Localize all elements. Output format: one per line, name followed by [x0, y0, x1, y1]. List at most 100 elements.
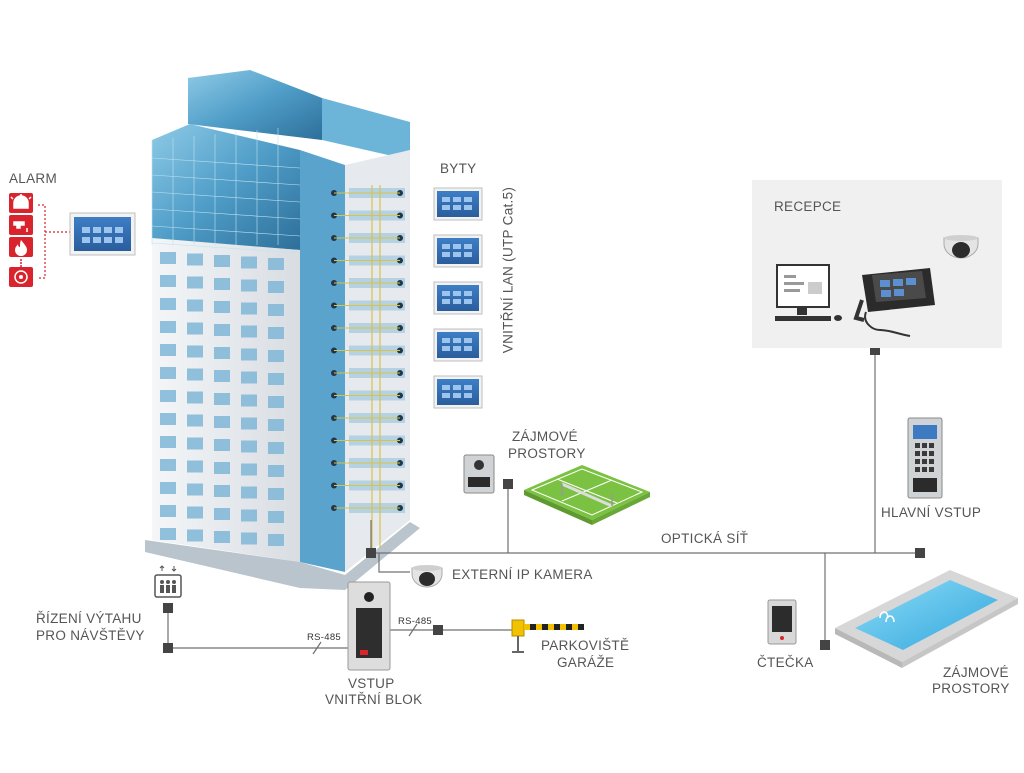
- building-window: [241, 440, 257, 453]
- building-window: [187, 299, 203, 312]
- building-window: [214, 531, 230, 543]
- monitor-tile: [442, 205, 450, 210]
- keypad-key: [922, 467, 927, 472]
- monitor-tile: [453, 197, 461, 202]
- keypad-key: [929, 467, 934, 472]
- node-main-entrance: [915, 548, 925, 558]
- monitor-tile: [442, 385, 450, 390]
- building-window: [214, 324, 230, 336]
- building-window: [214, 370, 230, 382]
- node-reader: [820, 640, 830, 650]
- monitor-tile: [442, 346, 450, 351]
- reception-pc: [775, 264, 842, 321]
- node-lift-top: [163, 603, 173, 613]
- monitor-tile: [453, 346, 461, 351]
- building-window: [187, 276, 203, 289]
- building-window: [214, 462, 230, 474]
- monitor-tile: [464, 385, 472, 390]
- building-base: [145, 522, 420, 590]
- monitor-tile: [442, 299, 450, 304]
- lift-control-label-2: PRO NÁVŠTĚVY: [36, 628, 145, 643]
- monitor-screen: [437, 191, 479, 217]
- tennis-door-station: [463, 454, 495, 494]
- building-window: [187, 529, 203, 542]
- glass-transom: [151, 174, 301, 186]
- main-entrance-door-station: [907, 417, 943, 499]
- barrier-stripe: [578, 624, 584, 630]
- keypad-key: [915, 443, 920, 448]
- optical-network-label: OPTICKÁ SÍŤ: [661, 531, 749, 546]
- monitor-tile: [453, 393, 461, 398]
- building-window: [214, 255, 230, 267]
- barrier-stripe: [554, 624, 560, 630]
- barrier-stripe: [560, 624, 566, 630]
- block-entrance-label-2: VNITŘNÍ BLOK: [325, 692, 423, 707]
- monitor-tile: [93, 227, 101, 233]
- alarm-label: ALARM: [9, 171, 58, 186]
- building-window: [187, 483, 203, 496]
- building-window: [160, 252, 176, 264]
- monitor-tile: [464, 393, 472, 398]
- building-window: [268, 281, 284, 293]
- monitor-tile: [464, 244, 472, 249]
- building-window: [160, 459, 176, 471]
- glass-transom: [151, 157, 301, 169]
- rs485-left-label: RS-485: [307, 632, 342, 643]
- pool-area-label-2: PROSTORY: [932, 681, 1010, 696]
- monitor-tile: [82, 227, 90, 233]
- building-window: [160, 298, 176, 310]
- keypad-key: [929, 451, 934, 456]
- building-window: [160, 275, 176, 287]
- keypad-key: [922, 459, 927, 464]
- monitor-tile: [453, 299, 461, 304]
- monitor-tile: [464, 299, 472, 304]
- barrier-stripe: [572, 624, 578, 630]
- card-reader-label: ČTEČKA: [757, 655, 814, 670]
- alarm-icons: [9, 193, 33, 287]
- building-top-glass: [188, 70, 322, 140]
- building-window: [160, 367, 176, 379]
- monitor-tile: [453, 291, 461, 296]
- apartment-monitor: [433, 281, 483, 315]
- building-window: [160, 505, 176, 517]
- monitor-screen: [437, 379, 479, 405]
- building-window: [187, 322, 203, 335]
- lift-icon: [154, 565, 182, 598]
- monitor-tile: [442, 252, 450, 257]
- building-window: [241, 325, 257, 338]
- building-glass-left: [152, 124, 300, 250]
- building-window: [241, 256, 257, 269]
- keypad-key: [915, 459, 920, 464]
- keypad-key: [929, 443, 934, 448]
- reception-dome-camera: [943, 235, 979, 259]
- building-window: [268, 304, 284, 316]
- monitor-tile: [453, 205, 461, 210]
- building-window: [268, 442, 284, 454]
- barrier-stripe: [542, 624, 548, 630]
- building-window: [241, 394, 257, 407]
- monitor-screen: [437, 285, 479, 311]
- building-window: [187, 345, 203, 358]
- glass-transom: [151, 191, 301, 203]
- card-reader: [767, 599, 797, 645]
- building-window: [160, 390, 176, 402]
- lift-control-label-1: ŘÍZENÍ VÝTAHU: [36, 611, 142, 626]
- glass-transom: [151, 208, 301, 220]
- building-window: [241, 417, 257, 430]
- rs485-slash-right: [408, 623, 418, 637]
- building-window: [160, 321, 176, 333]
- indoor-monitors: [69, 187, 483, 409]
- external-camera-label: EXTERNÍ IP KAMERA: [452, 567, 593, 582]
- monitor-tile: [464, 205, 472, 210]
- building-window: [160, 413, 176, 425]
- keypad-key: [929, 459, 934, 464]
- barrier-stripe: [524, 624, 530, 630]
- apartments-label: BYTY: [440, 161, 477, 176]
- building-window: [268, 327, 284, 339]
- rs485-right-label: RS-485: [398, 616, 433, 627]
- internal-lan-label: VNITŘNÍ LAN (UTP Cat.5): [500, 186, 516, 354]
- building-window: [268, 258, 284, 270]
- building-window: [241, 532, 257, 545]
